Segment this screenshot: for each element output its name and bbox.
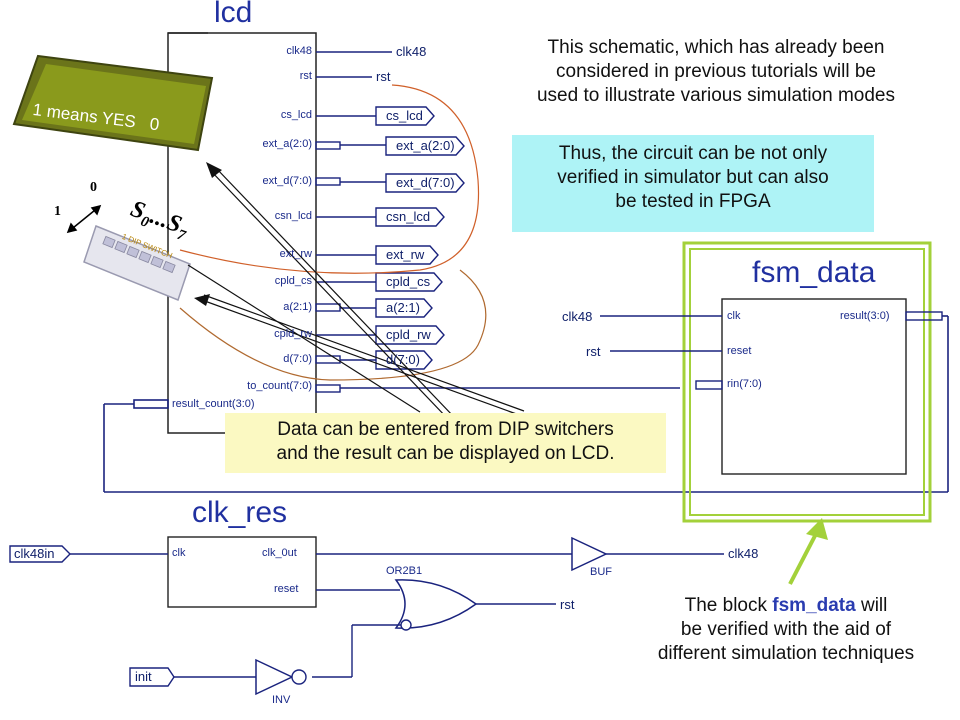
fsm-verify-pre: The block <box>684 595 773 616</box>
lcd-port-clk48: clk48 <box>396 44 427 59</box>
fpga-note-line-1: Thus, the circuit can be not only <box>558 143 828 164</box>
lcd-port-csn-lcd: csn_lcd <box>386 209 431 224</box>
or2b1-gate <box>394 579 478 629</box>
lcd-pin-stubs <box>315 51 680 393</box>
pointer-arrows <box>187 167 525 443</box>
lcd-block-title: lcd <box>214 0 253 29</box>
lcd-port-ext-rw: ext_rw <box>386 247 425 262</box>
fsm-pin-stubs <box>600 311 943 390</box>
lcd-pin-clk48: clk48 <box>286 45 312 57</box>
dip-direction-arrow <box>66 204 102 234</box>
or2b1-label: OR2B1 <box>386 565 423 577</box>
lcd-port-flags <box>375 106 465 370</box>
dip-note-line-2: and the result can be displayed on LCD. <box>276 443 615 464</box>
buf-gate <box>571 536 608 572</box>
fsm-verify-note: The block fsm_data will be verified with… <box>616 594 956 666</box>
lcd-pin-cpld-rw: cpld_rw <box>274 328 312 340</box>
lcd-pin-ext-a: ext_a(2:0) <box>262 138 312 150</box>
dip-mark-one: 1 <box>54 204 61 219</box>
lcd-port-rst: rst <box>376 69 391 84</box>
fpga-note: Thus, the circuit can be not only verifi… <box>512 135 874 232</box>
lcd-port-a: a(2:1) <box>386 300 420 315</box>
lcd-port-ext-d: ext_d(7:0) <box>396 175 455 190</box>
clk-res-port-init: init <box>135 669 152 684</box>
inv-label: INV <box>272 694 291 706</box>
lcd-pin-cpld-cs: cpld_cs <box>274 275 312 287</box>
intro-note: This schematic, which has already been c… <box>472 36 960 108</box>
fsm-block-title: fsm_data <box>752 256 876 289</box>
inv-gate <box>255 658 294 696</box>
pointer-arrowhead-lcd <box>206 162 222 178</box>
orange-trace <box>179 84 480 274</box>
lcd-port-ext-a: ext_a(2:0) <box>396 138 455 153</box>
fsm-net-rst: rst <box>586 344 601 359</box>
lcd-pin-a: a(2:1) <box>283 301 312 313</box>
fpga-note-line-3: be tested in FPGA <box>615 191 771 212</box>
intro-note-line-1: This schematic, which has already been <box>547 37 885 58</box>
lcd-module-image <box>12 54 214 152</box>
lcd-pin-d: d(7:0) <box>283 353 312 365</box>
lcd-pin-cs-lcd: cs_lcd <box>280 109 312 121</box>
lcd-pin-rst: rst <box>299 70 312 82</box>
clk-res-pin-clk-0ut: clk_0ut <box>262 547 297 559</box>
fsm-highlight-frame-inner <box>689 248 925 516</box>
buf-label: BUF <box>590 566 612 578</box>
clk-res-wires <box>9 545 724 687</box>
lcd-port-d: d(7:0) <box>386 352 420 367</box>
lcd-pin-result-count: result_count(3:0) <box>172 398 255 410</box>
or2b1-bubble <box>400 619 412 631</box>
fsm-pin-rin: rin(7:0) <box>727 378 762 390</box>
fsm-pin-reset: reset <box>727 345 752 357</box>
clk-res-block-title: clk_res <box>192 496 288 529</box>
fpga-note-line-2: verified in simulator but can also <box>557 167 829 188</box>
pointer-arrowhead-dip <box>194 294 210 306</box>
clk-res-port-clk48in: clk48in <box>14 546 55 561</box>
lcd-pin-to-count: to_count(7:0) <box>247 380 312 392</box>
lcd-port-cpld-cs: cpld_cs <box>386 274 431 289</box>
fsm-net-clk48: clk48 <box>562 309 593 324</box>
fsm-verify-note-line-3: different simulation techniques <box>657 643 915 664</box>
fsm-pin-clk: clk <box>727 310 741 322</box>
clk-res-pin-reset: reset <box>274 583 299 595</box>
dip-note-line-1: Data can be entered from DIP switchers <box>277 419 614 440</box>
lcd-pin-csn-lcd: csn_lcd <box>274 210 312 222</box>
intro-note-line-2: considered in previous tutorials will be <box>556 61 876 82</box>
lcd-pin-ext-rw: ext_rw <box>279 248 312 260</box>
fsm-green-arrow <box>788 518 828 585</box>
dip-switch-image <box>83 225 191 301</box>
fsm-pin-result: result(3:0) <box>840 310 890 322</box>
fsm-verify-emph: fsm_data <box>772 595 856 616</box>
inv-bubble <box>291 669 307 685</box>
lcd-pin-ext-d: ext_d(7:0) <box>262 175 312 187</box>
intro-note-line-3: used to illustrate various simulation mo… <box>536 85 895 106</box>
fsm-verify-note-line-1: The block fsm_data will <box>616 594 956 618</box>
fsm-verify-note-line-2: be verified with the aid of <box>680 619 892 640</box>
dip-mark-zero: 0 <box>90 180 97 195</box>
fsm-verify-post: will <box>855 595 888 616</box>
dip-note: Data can be entered from DIP switchers a… <box>225 413 666 473</box>
clk-res-port-rst: rst <box>560 597 575 612</box>
clk-res-block-box <box>167 536 317 608</box>
lcd-port-cs-lcd: cs_lcd <box>386 108 423 123</box>
clk-res-pin-clk: clk <box>172 547 186 559</box>
result-count-bus <box>103 315 949 493</box>
clk-res-port-clk48: clk48 <box>728 546 759 561</box>
lcd-port-cpld-rw: cpld_rw <box>386 327 431 342</box>
fsm-highlight-frame <box>682 241 932 523</box>
